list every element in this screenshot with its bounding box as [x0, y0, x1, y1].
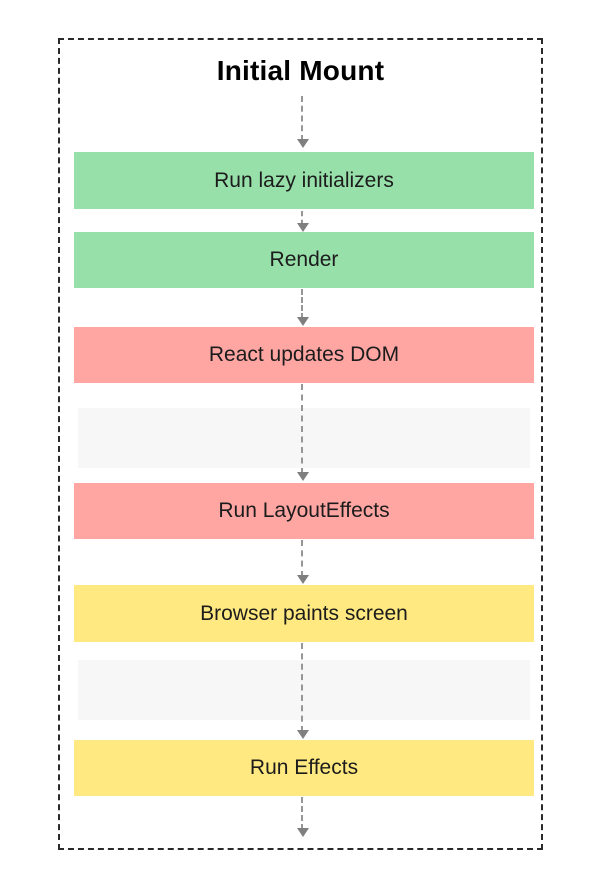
arrow-down-icon: [297, 472, 309, 481]
step-run-effects: Run Effects: [74, 740, 534, 796]
arrow-down-icon: [297, 223, 309, 232]
step-react-updates-dom: React updates DOM: [74, 327, 534, 383]
arrow-line: [301, 797, 303, 830]
step-render: Render: [74, 232, 534, 288]
arrow-down-icon: [297, 317, 309, 326]
arrow-down-icon: [297, 139, 309, 148]
arrow-down-icon: [297, 730, 309, 739]
arrow-line: [301, 96, 303, 141]
arrow-line: [301, 643, 303, 732]
step-browser-paints-screen: Browser paints screen: [74, 585, 534, 642]
arrow-down-icon: [297, 575, 309, 584]
flow-arrow: [293, 289, 313, 326]
step-run-layouteffects: Run LayoutEffects: [74, 483, 534, 539]
arrow-down-icon: [297, 828, 309, 837]
step-run-lazy-initializers: Run lazy initializers: [74, 152, 534, 209]
diagram-title: Initial Mount: [216, 55, 385, 86]
arrow-line: [301, 211, 303, 225]
spacer-box: [78, 408, 530, 468]
dashed-frame: [58, 38, 543, 850]
arrow-line: [301, 540, 303, 577]
flow-arrow: [293, 384, 313, 481]
flow-arrow: [293, 96, 313, 148]
flow-arrow: [293, 540, 313, 584]
arrow-line: [301, 384, 303, 474]
flow-arrow: [293, 797, 313, 837]
flow-arrow: [293, 643, 313, 739]
spacer-box: [78, 660, 530, 720]
flow-arrow: [293, 211, 313, 232]
arrow-line: [301, 289, 303, 319]
